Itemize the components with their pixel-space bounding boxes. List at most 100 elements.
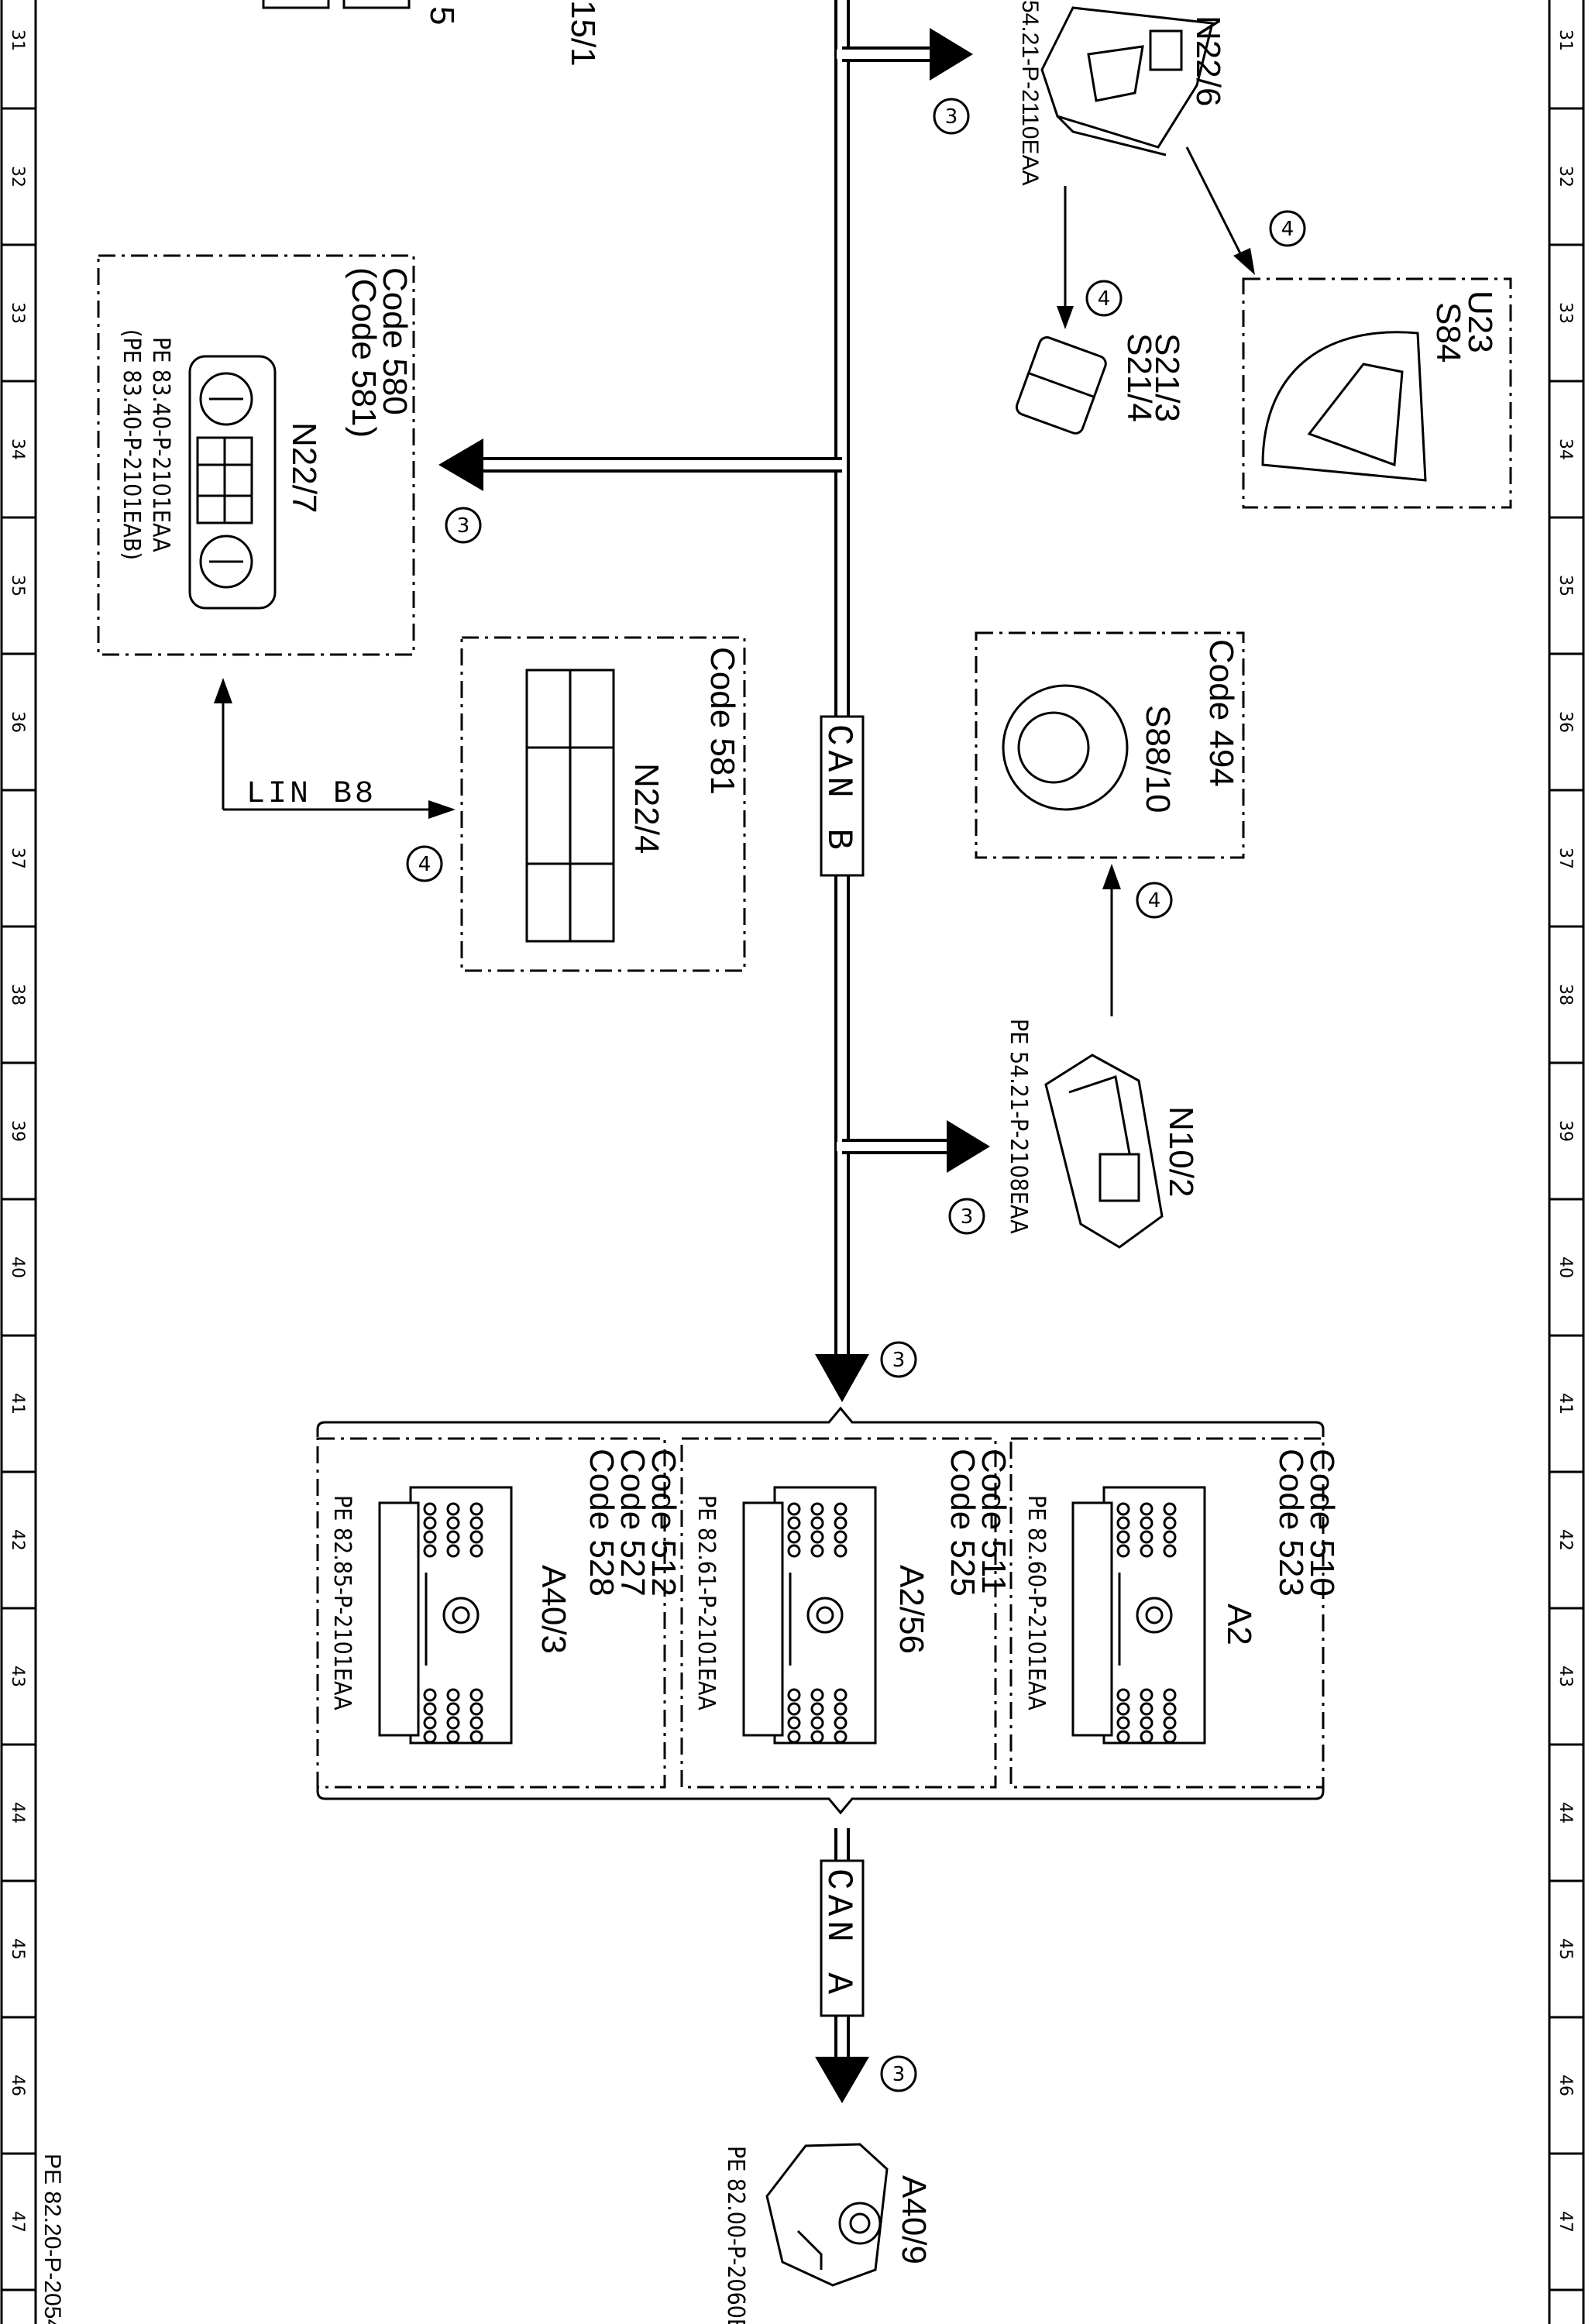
- connector-pin: [446, 1730, 460, 1744]
- connector-pin: [1163, 1688, 1177, 1702]
- grid-number-left: 31: [8, 29, 27, 51]
- a2-56-doc: PE 82.61-P-2101EAA: [693, 1495, 720, 1710]
- arrow-to-s21: [1057, 186, 1074, 329]
- a40-3-code-1: Code 512: [645, 1449, 682, 1597]
- s21-label-1: S21/3: [1148, 333, 1186, 422]
- connector-pin: [834, 1516, 848, 1530]
- connector-pin: [810, 1688, 824, 1702]
- n22-4-code: Code 581: [703, 647, 741, 795]
- a2-56-code-2: Code 525: [944, 1449, 982, 1597]
- connector-pin: [423, 1516, 437, 1530]
- s88-10-label: S88/10: [1139, 705, 1177, 813]
- a40-3-radio-icon: [378, 1486, 513, 1745]
- connector-pin: [469, 1688, 483, 1702]
- connector-pin: [469, 1530, 483, 1544]
- n10-2-circle-number: 3: [961, 1205, 974, 1229]
- connector-pin: [810, 1502, 824, 1516]
- grid-number-left: 38: [8, 984, 27, 1006]
- n22-7-code-1: Code 580: [376, 267, 414, 415]
- grid-number-left: 36: [8, 711, 27, 733]
- connector-pin: [423, 1716, 437, 1730]
- grid-number-right: 43: [1556, 1666, 1575, 1687]
- can-b-bus: [815, 0, 869, 1402]
- grid-number-right: 40: [1556, 1257, 1575, 1278]
- connector-pin: [446, 1530, 460, 1544]
- partial-label-15-1: 15/1: [564, 0, 602, 67]
- connector-pin: [1140, 1702, 1154, 1716]
- connector-pin: [834, 1702, 848, 1716]
- connector-pin: [1116, 1730, 1130, 1744]
- connector-pin: [469, 1516, 483, 1530]
- s88-10-circle: [1136, 882, 1173, 919]
- connector-pin: [423, 1544, 437, 1558]
- a40-3-box: [316, 1437, 666, 1789]
- connector-pin: [1140, 1502, 1154, 1516]
- connector-pin: [834, 1730, 848, 1744]
- s88-10-circle-number: 4: [1148, 889, 1161, 913]
- grid-number-right: 38: [1556, 984, 1575, 1006]
- a2-56-label: A2/56: [892, 1565, 930, 1654]
- a40-9-circle: [880, 2055, 917, 2092]
- connector-pin: [787, 1730, 801, 1744]
- grid-number-left: 32: [8, 166, 27, 187]
- connector-pin: [446, 1502, 460, 1516]
- a2-code-1: Code 510: [1303, 1449, 1341, 1597]
- grid-number-right: 33: [1556, 302, 1575, 324]
- grid-number-left: 41: [8, 1393, 27, 1415]
- n22-4-label: N22/4: [627, 763, 665, 854]
- grid-number-right: 46: [1556, 2075, 1575, 2096]
- grid-number-left: 37: [8, 847, 27, 869]
- a40-9-camera-icon: [765, 2143, 889, 2287]
- connector-pin: [446, 1716, 460, 1730]
- connector-pin: [810, 1516, 824, 1530]
- n22-7-circle: [445, 507, 482, 544]
- connector-pin: [1163, 1716, 1177, 1730]
- grid-number-left: 43: [8, 1666, 27, 1687]
- connector-pin: [834, 1544, 848, 1558]
- u23-key-icon: [1261, 331, 1427, 482]
- connector-pin: [810, 1716, 824, 1730]
- a2-label: A2: [1220, 1604, 1258, 1645]
- connector-pin: [446, 1702, 460, 1716]
- s88-10-code: Code 494: [1202, 639, 1240, 787]
- connector-pin: [787, 1716, 801, 1730]
- n22-4-circle-number: 4: [418, 853, 431, 876]
- connector-pin: [834, 1530, 848, 1544]
- connector-pin: [1116, 1544, 1130, 1558]
- grid-number-left: 46: [8, 2075, 27, 2096]
- a40-9-circle-number: 3: [892, 2063, 906, 2086]
- partial-component-top: [262, 0, 411, 9]
- connector-pin: [1140, 1516, 1154, 1530]
- connector-pin: [810, 1530, 824, 1544]
- grid-strip-right: [1548, 0, 1585, 2324]
- can-b-label: CAN B: [818, 724, 858, 854]
- a2-56-radio-icon: [742, 1486, 877, 1745]
- partial-label-5: 5: [423, 6, 461, 25]
- n22-7-circle-number: 3: [457, 514, 470, 538]
- u23-box: [1242, 277, 1512, 509]
- can-b-end-circle: [880, 1341, 917, 1378]
- n22-4-module-icon: [525, 669, 615, 943]
- connector-pin: [446, 1516, 460, 1530]
- grid-number-right: 42: [1556, 1529, 1575, 1551]
- connector-pin: [1116, 1702, 1130, 1716]
- connector-pin: [1140, 1716, 1154, 1730]
- n22-6-module-icon: [1040, 6, 1214, 156]
- a40-9-doc: PE 82.00-P-2060E: [722, 2146, 749, 2324]
- connector-pin: [1116, 1688, 1130, 1702]
- connector-pin: [834, 1716, 848, 1730]
- connector-pin: [1163, 1730, 1177, 1744]
- can-a-label-box: [820, 1859, 865, 2017]
- connector-pin: [1140, 1530, 1154, 1544]
- connector-pin: [469, 1502, 483, 1516]
- connector-pin: [423, 1702, 437, 1716]
- n10-2-circle: [948, 1198, 985, 1235]
- grid-number-left: 45: [8, 1938, 27, 1960]
- a40-3-label: A40/3: [535, 1565, 572, 1654]
- connector-pin: [446, 1544, 460, 1558]
- n22-6-label: N22/6: [1189, 15, 1227, 106]
- n22-7-doc-1: PE 83.40-P-2101EAA: [147, 337, 174, 552]
- connector-pin: [1163, 1530, 1177, 1544]
